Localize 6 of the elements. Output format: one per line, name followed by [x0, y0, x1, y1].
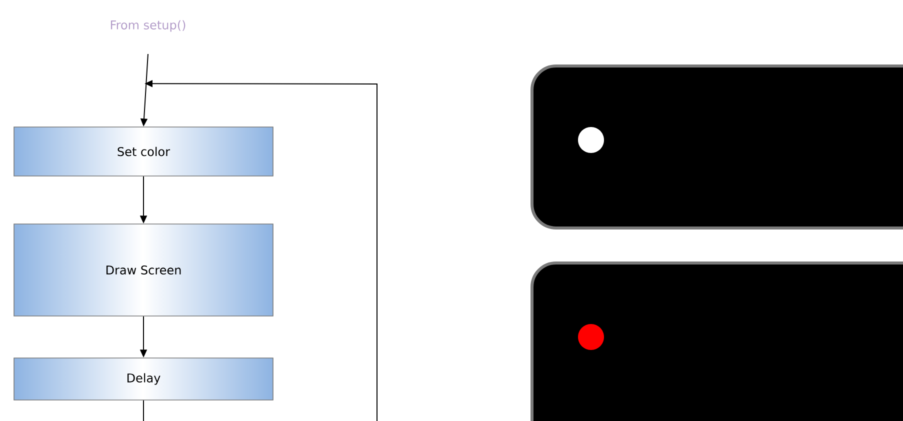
- process-box: Set color: [14, 126, 274, 176]
- process-box: Delay: [14, 358, 274, 400]
- screen-drawing: [530, 262, 903, 421]
- screen-drawing: [530, 64, 903, 230]
- process-box: Draw Screen: [14, 224, 274, 316]
- start-label: From setup(): [110, 20, 186, 32]
